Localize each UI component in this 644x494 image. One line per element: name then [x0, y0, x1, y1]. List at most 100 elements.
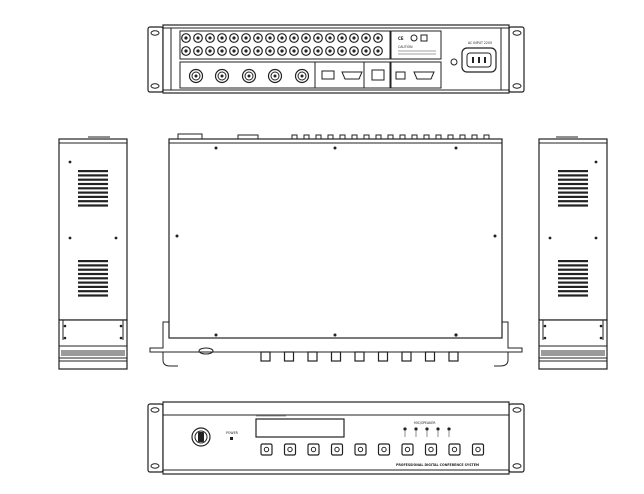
vent-slot: [558, 200, 588, 203]
rear-panel-view: CE CAUTION AC INPUT 220V: [147, 24, 525, 94]
connector-stub: [423, 134, 430, 140]
connector-stub: [315, 134, 322, 140]
vent-slot: [558, 281, 588, 284]
vent-slot: [558, 277, 588, 280]
button-stub: [307, 351, 318, 362]
connector-stub: [483, 134, 490, 140]
led: [447, 427, 451, 431]
connector-stub: [327, 134, 334, 140]
connector-stub: [291, 134, 298, 140]
vent-slot: [558, 294, 588, 297]
vent-slot: [558, 290, 588, 293]
vent-slot: [558, 272, 588, 276]
ground-screw: [450, 58, 458, 66]
panel-button: [471, 443, 485, 456]
usb-port: [321, 70, 335, 80]
panel-button: [260, 443, 273, 456]
button-stub: [260, 351, 271, 362]
vent-slot: [78, 264, 108, 267]
vent-slot: [78, 200, 108, 203]
vent-slot: [78, 268, 108, 271]
indicator-leds: [403, 427, 451, 437]
vent-slot: [78, 178, 108, 181]
button-stub: [330, 351, 342, 362]
vent-slot: [78, 277, 108, 280]
front-buttons: [260, 443, 485, 456]
vent-slot: [558, 174, 588, 177]
led: [436, 427, 440, 431]
button-stub: [401, 351, 412, 362]
connector-stub: [363, 134, 370, 140]
caution-label: CAUTION: [398, 45, 413, 49]
panel-button: [401, 443, 414, 456]
left-vent-slots: [78, 170, 108, 297]
button-stub: [448, 351, 459, 362]
vent-slot: [558, 191, 588, 194]
vent-slot: [78, 281, 108, 284]
panel-button: [377, 443, 391, 456]
connector-stub: [447, 134, 454, 140]
rj-port: [395, 71, 406, 80]
button-stub: [377, 351, 389, 362]
rear-jack-grid: [181, 33, 383, 56]
power-label: AC INPUT 220V: [468, 41, 493, 45]
square-port: [371, 69, 385, 81]
vent-slot: [78, 191, 108, 194]
front-footer-label: PROFESSIONAL DIGITAL CONFERENCE SYSTEM: [396, 463, 479, 467]
top-connector-stubs: [291, 134, 490, 140]
rear-din-connectors: [188, 68, 310, 84]
vent-slot: [558, 264, 588, 267]
front-panel-view: POWER MIC/SPEAKER PROFESSIONAL DIGITAL C…: [147, 401, 525, 475]
left-side-view: [58, 136, 128, 370]
vent-slot: [78, 285, 108, 288]
button-stub: [283, 351, 295, 362]
connector-stub: [387, 134, 394, 140]
top-screws: [175, 146, 497, 337]
panel-button: [424, 443, 438, 456]
vent-slot: [558, 268, 588, 271]
vent-slot: [558, 178, 588, 181]
vent-slot: [78, 272, 108, 276]
button-stub: [354, 351, 365, 362]
connector-stub: [375, 134, 382, 140]
vent-slot: [558, 187, 588, 190]
vent-slot: [78, 195, 108, 198]
vent-slot: [558, 260, 588, 263]
connector-stub: [399, 134, 406, 140]
svg-text:CE: CE: [398, 36, 404, 41]
panel-button: [283, 443, 297, 456]
vent-slot: [558, 170, 588, 173]
panel-button: [448, 443, 461, 456]
top-view: [149, 133, 523, 367]
vent-slot: [558, 204, 588, 207]
db9-port-2: [413, 71, 435, 80]
panel-button: [307, 443, 320, 456]
vent-slot: [78, 204, 108, 207]
front-button-stubs: [260, 351, 459, 362]
connector-stub: [411, 134, 418, 140]
connector-stub: [471, 134, 478, 140]
connector-stub: [351, 134, 358, 140]
right-vent-slots: [558, 170, 588, 297]
led: [403, 427, 407, 431]
vent-slot: [558, 182, 588, 186]
vent-slot: [78, 174, 108, 177]
indicators-label: MIC/SPEAKER: [414, 421, 436, 425]
vent-slot: [78, 290, 108, 293]
connector-stub: [435, 134, 442, 140]
panel-button: [354, 443, 367, 456]
vent-slot: [558, 195, 588, 198]
connector-stub: [459, 134, 466, 140]
button-stub: [424, 351, 436, 362]
connector-stub: [339, 134, 346, 140]
connector-stub: [303, 134, 310, 140]
right-side-view: [538, 136, 608, 370]
led: [425, 427, 429, 431]
vent-slot: [78, 294, 108, 297]
db9-port: [341, 71, 363, 80]
panel-button: [330, 443, 344, 456]
vent-slot: [78, 187, 108, 190]
vent-slot: [78, 170, 108, 173]
vent-slot: [78, 260, 108, 263]
